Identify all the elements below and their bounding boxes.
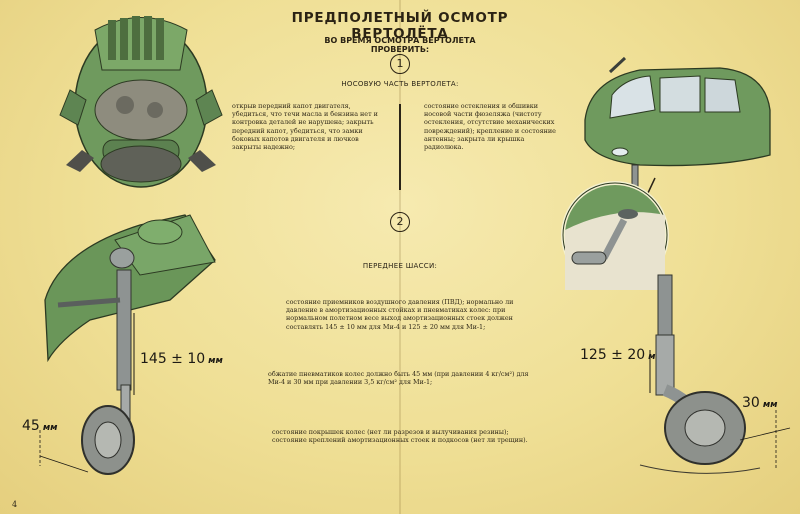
page-title: ПРЕДПОЛЕТНЫЙ ОСМОТР ВЕРТОЛЁТА [291,10,509,42]
landing-gear-para-2: обжатие пневматиков колес должно быть 45… [268,370,529,387]
subtitle-line-2: ПРОВЕРИТЬ: [370,45,430,54]
section-divider [399,104,401,190]
mi4-nose-gear [39,214,216,475]
subtitle-line-1: ВО ВРЕМЯ ОСМОТРА ВЕРТОЛЕТА [324,36,476,45]
mi1-nose-gear [639,274,791,474]
page-fold [399,0,401,514]
mi1-helicopter-nose [584,56,771,190]
section-1-right-text: состояние остекления и обшивки носовой ч… [424,102,556,152]
section-2-heading: ПЕРЕДНЕЕ ШАССИ: [362,262,438,270]
mi4-front-view [59,16,223,188]
page-number: 4 [12,500,18,509]
section-1-heading: НОСОВУЮ ЧАСТЬ ВЕРТОЛЕТА: [341,80,459,88]
section-1-left-text: открыв передний капот двигателя, убедить… [232,102,378,152]
section-2-number: 2 [390,212,410,232]
section-1-number: 1 [390,54,410,74]
landing-gear-para-1: состояние приемников воздушного давления… [286,298,514,331]
subtitle: ВО ВРЕМЯ ОСМОТРА ВЕРТОЛЕТА ПРОВЕРИТЬ: [300,36,500,54]
landing-gear-para-3: состояние покрышек колес (нет ли разрезо… [272,428,528,445]
mi1-pvd-detail [561,177,669,290]
